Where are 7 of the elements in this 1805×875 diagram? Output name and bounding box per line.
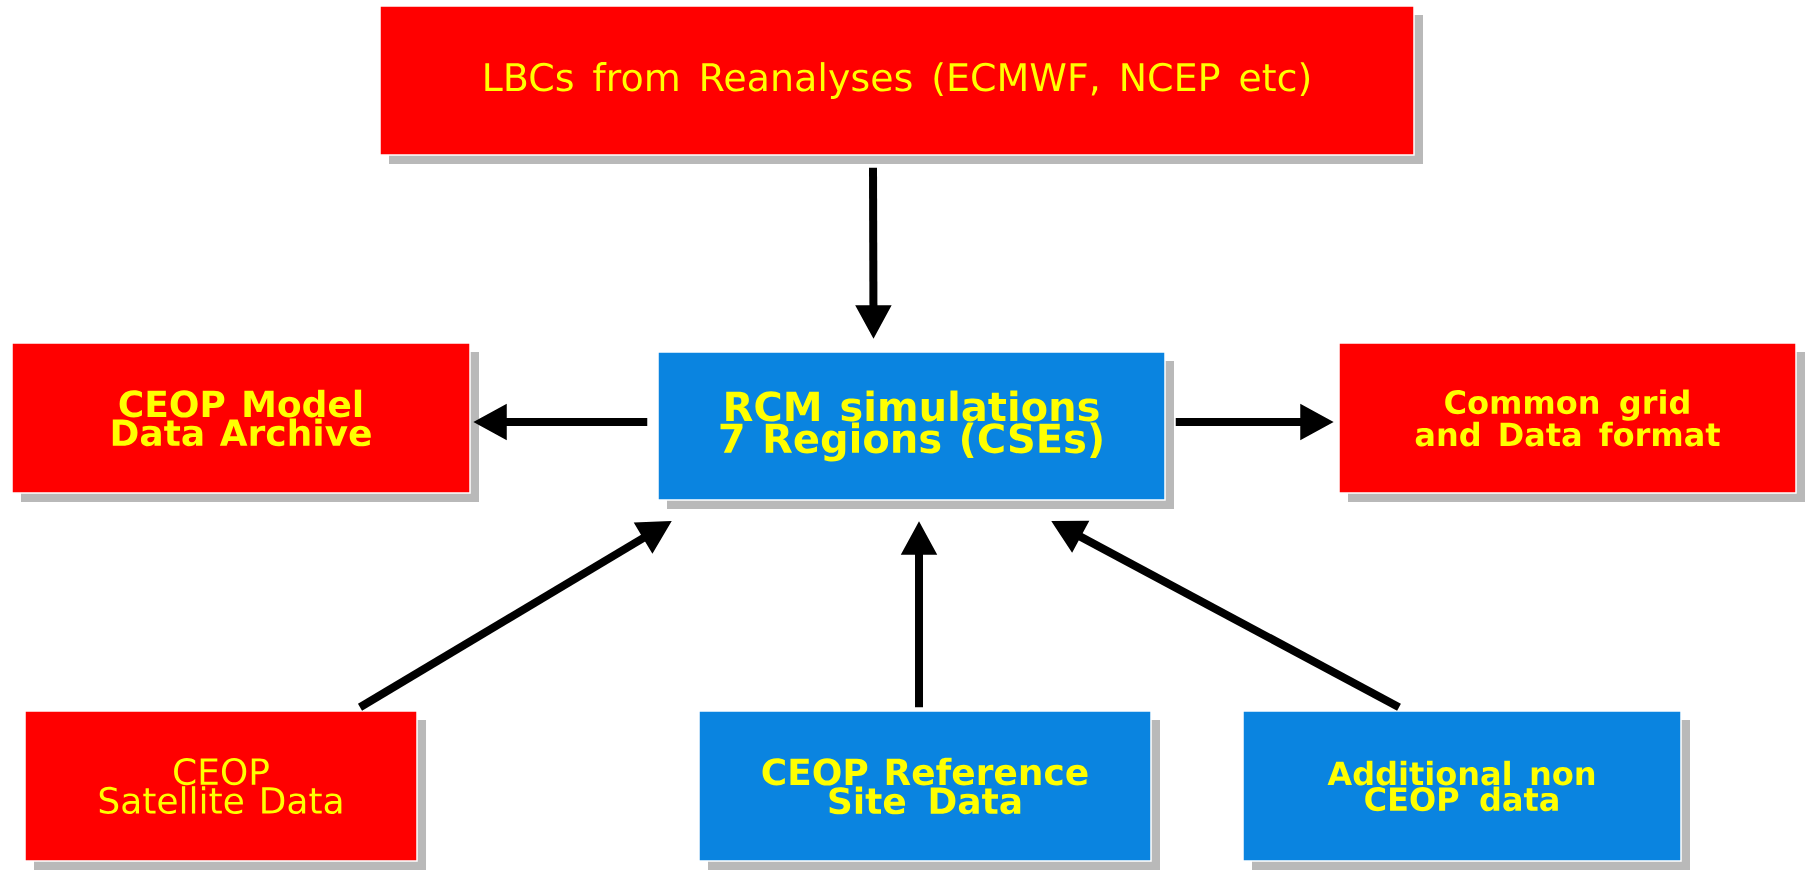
process-box: LBCs from Reanalyses (ECMWF, NCEP etc) [379, 5, 1423, 164]
process-box: CEOP Satellite Data [24, 710, 426, 870]
process-box: Additional non CEOP data [1242, 710, 1690, 870]
process-box: CEOP Model Data Archive [11, 342, 479, 502]
process-box: Common grid and Data format [1338, 342, 1805, 502]
process-box: RCM simulations 7 Regions (CSEs) [657, 351, 1174, 509]
process-box: CEOP Reference Site Data [698, 710, 1160, 870]
